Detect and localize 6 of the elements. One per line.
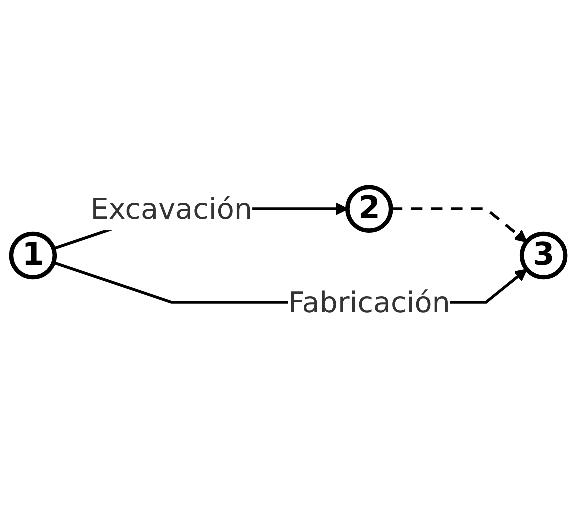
edge-label: Fabricación xyxy=(288,285,450,320)
node-circle: 3 xyxy=(520,232,568,280)
arrow xyxy=(391,207,528,242)
node-circle: 1 xyxy=(9,232,58,280)
node-circle: 2 xyxy=(346,185,394,233)
edge-label: Excavación xyxy=(90,192,253,226)
